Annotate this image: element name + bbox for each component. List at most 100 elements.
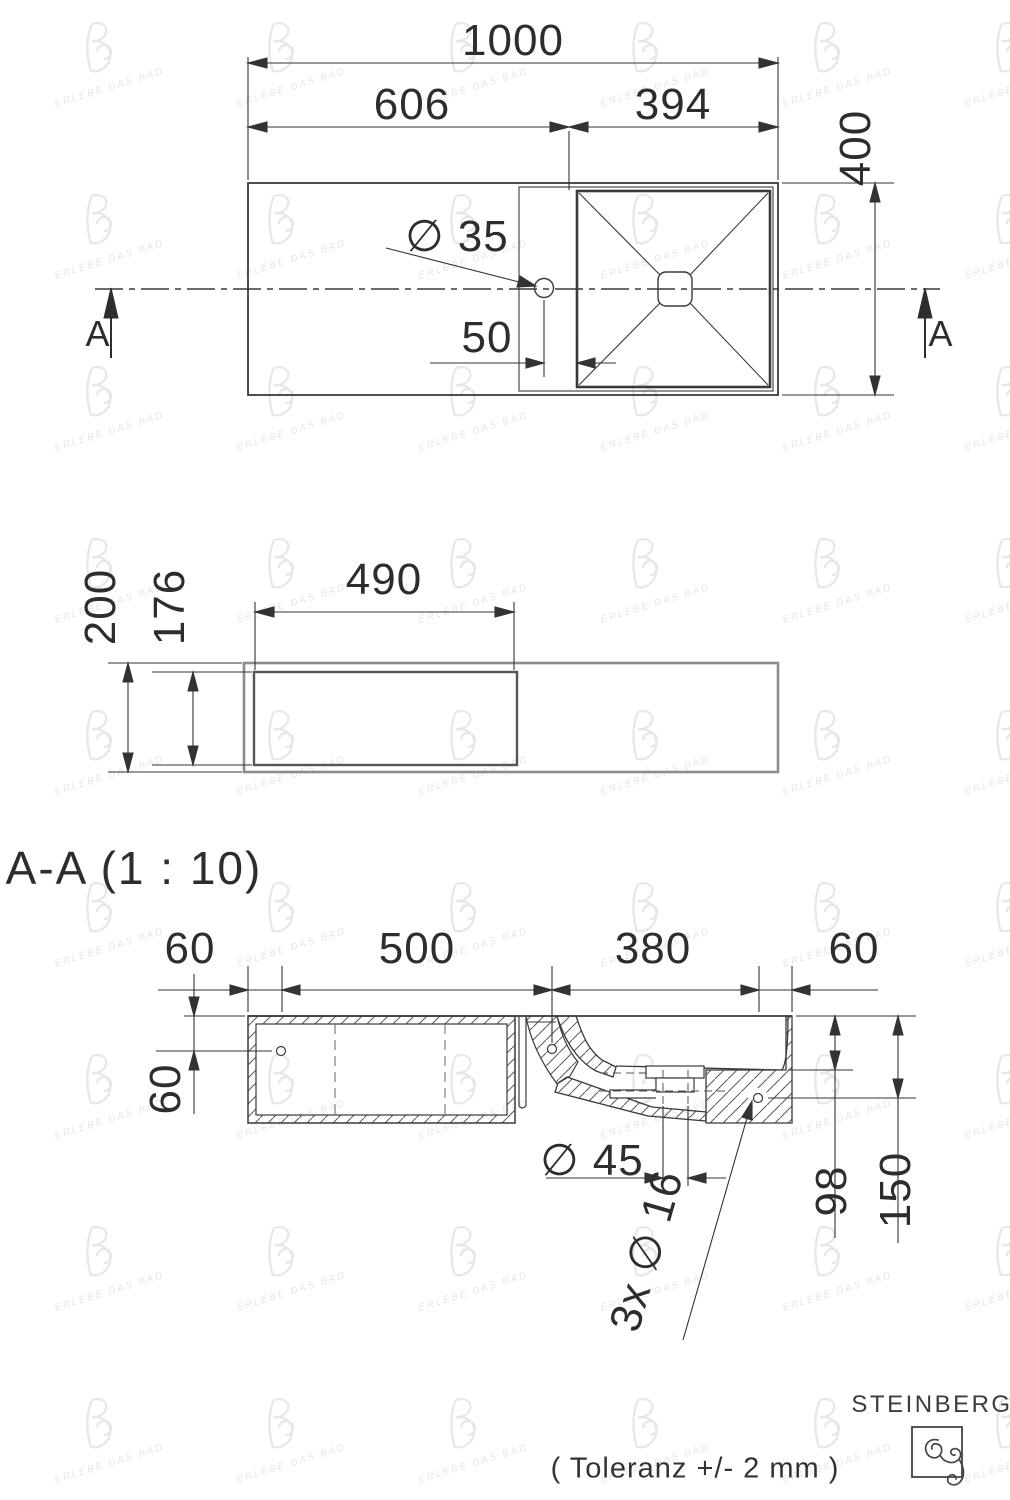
watermark-tile: ERLEBE DAS BAD — [52, 1398, 182, 1488]
watermark-glyph — [632, 1226, 659, 1277]
front-view-dimensions — [108, 602, 517, 775]
watermark-tile: ERLEBE DAS BAD — [234, 1054, 364, 1144]
watermark-tile: ERLEBE DAS BAD — [416, 1226, 546, 1316]
brand-wordmark: STEINBERG — [851, 1391, 1010, 1418]
watermark-tile: ERLEBE DAS BAD — [780, 882, 910, 972]
watermark-tile: ERLEBE DAS BAD — [962, 1054, 1010, 1144]
watermark-tile: ERLEBE DAS BAD — [234, 1398, 364, 1488]
watermark-tile: ERLEBE DAS BAD — [780, 1226, 910, 1316]
tolerance-note: ( Toleranz +/- 2 mm ) — [550, 1452, 840, 1485]
watermark-glyph — [996, 366, 1010, 417]
dim-hole-depth: 60 — [141, 1063, 190, 1115]
watermark-glyph — [814, 882, 841, 933]
dim-basin-depth: 98 — [807, 1165, 856, 1217]
watermark-glyph — [450, 366, 477, 417]
watermark-tile: ERLEBE DAS BAD — [780, 538, 910, 628]
watermark-tile: ERLEBE DAS BAD — [234, 1226, 364, 1316]
dim-shelf-span: 500 — [378, 924, 456, 973]
front-view — [242, 661, 780, 774]
watermark-glyph — [632, 538, 659, 589]
watermark-tile: ERLEBE DAS BAD — [598, 1398, 728, 1488]
section-marker-left: A — [85, 313, 111, 354]
watermark-glyph — [450, 194, 477, 245]
watermark-tile: ERLEBE DAS BAD — [52, 22, 182, 112]
dim-left-segment: 606 — [373, 80, 451, 129]
watermark-tile: ERLEBE DAS BAD — [416, 194, 546, 284]
watermark-tile: ERLEBE DAS BAD — [598, 710, 728, 800]
top-view-dimensions — [245, 57, 894, 398]
watermark-glyph — [814, 538, 841, 589]
watermark-tile: ERLEBE DAS BAD — [598, 538, 728, 628]
watermark-tile: ERLEBE DAS BAD — [780, 366, 910, 456]
watermark-glyph — [268, 1054, 295, 1105]
watermark-glyph — [996, 1398, 1010, 1449]
watermark-glyph — [632, 882, 659, 933]
watermark-glyph — [268, 194, 295, 245]
watermark-glyph — [814, 22, 841, 73]
watermark-tile: ERLEBE DAS BAD — [962, 538, 1010, 628]
watermark-tile: ERLEBE DAS BAD — [962, 22, 1010, 112]
watermark-tile: ERLEBE DAS BAD — [52, 194, 182, 284]
section-dimensions — [156, 966, 916, 1341]
watermark-glyph — [814, 1226, 841, 1277]
watermark-glyph — [996, 882, 1010, 933]
section-label: A-A (1 : 10) — [5, 842, 263, 894]
watermark-tile: ERLEBE DAS BAD — [416, 710, 546, 800]
watermark-tile: ERLEBE DAS BAD — [598, 882, 728, 972]
watermark-tile: ERLEBE DAS BAD — [234, 366, 364, 456]
watermark-tile: ERLEBE DAS BAD — [962, 194, 1010, 284]
dim-depth: 400 — [831, 109, 880, 187]
watermark-tile: ERLEBE DAS BAD — [962, 1226, 1010, 1316]
dim-right-segment: 394 — [634, 80, 712, 129]
watermark-glyph — [268, 22, 295, 73]
watermark-tile: ERLEBE DAS BAD — [234, 194, 364, 284]
watermark-tile: ERLEBE DAS BAD — [416, 538, 546, 628]
watermark-glyph — [632, 1398, 659, 1449]
watermark-tile: ERLEBE DAS BAD — [780, 22, 910, 112]
section-cut-markers — [103, 287, 933, 358]
section-view — [247, 1015, 793, 1124]
watermark-glyph — [450, 882, 477, 933]
dim-faucet-hole-diameter: ∅ 35 — [405, 212, 509, 261]
watermark-tile: ERLEBE DAS BAD — [598, 1054, 728, 1144]
watermark-glyph — [450, 1054, 477, 1105]
dim-left-offset: 60 — [164, 924, 216, 973]
watermark-tile: ERLEBE DAS BAD — [234, 882, 364, 972]
watermark-glyph — [814, 1398, 841, 1449]
watermark-tile: ERLEBE DAS BAD — [52, 538, 182, 628]
dim-hole-offset: 50 — [461, 313, 513, 362]
watermark-glyph — [268, 538, 295, 589]
watermark-glyph — [86, 22, 113, 73]
watermark-tile: ERLEBE DAS BAD — [598, 22, 728, 112]
watermark-glyph — [814, 194, 841, 245]
watermark-glyph — [268, 1226, 295, 1277]
watermark-glyph — [632, 22, 659, 73]
dim-mount-hole-depth: 150 — [871, 1151, 920, 1229]
dim-overall-width: 1000 — [462, 16, 564, 65]
watermark-tile: ERLEBE DAS BAD — [234, 710, 364, 800]
watermark-glyph — [450, 1226, 477, 1277]
watermark-glyph — [814, 366, 841, 417]
watermark-tile: ERLEBE DAS BAD — [962, 882, 1010, 972]
brand-logo-icon — [911, 1426, 965, 1486]
watermark-tile: ERLEBE DAS BAD — [598, 194, 728, 284]
top-view — [95, 182, 940, 396]
watermark-tile: ERLEBE DAS BAD — [52, 882, 182, 972]
dim-overall-height: 200 — [76, 568, 125, 646]
watermark-glyph — [86, 194, 113, 245]
watermark-glyph — [632, 710, 659, 761]
watermark-glyph — [268, 366, 295, 417]
watermark-glyph — [996, 710, 1010, 761]
watermark-tile: ERLEBE DAS BAD — [962, 366, 1010, 456]
watermark-glyph — [86, 882, 113, 933]
watermark-glyph — [86, 1226, 113, 1277]
watermark-tile: ERLEBE DAS BAD — [598, 1226, 728, 1316]
watermark-glyph — [86, 1054, 113, 1105]
watermark-glyph — [86, 366, 113, 417]
watermark-tile: ERLEBE DAS BAD — [416, 882, 546, 972]
section-marker-right: A — [928, 313, 954, 354]
watermark-glyph — [450, 1398, 477, 1449]
dim-recess-width: 490 — [345, 555, 423, 604]
